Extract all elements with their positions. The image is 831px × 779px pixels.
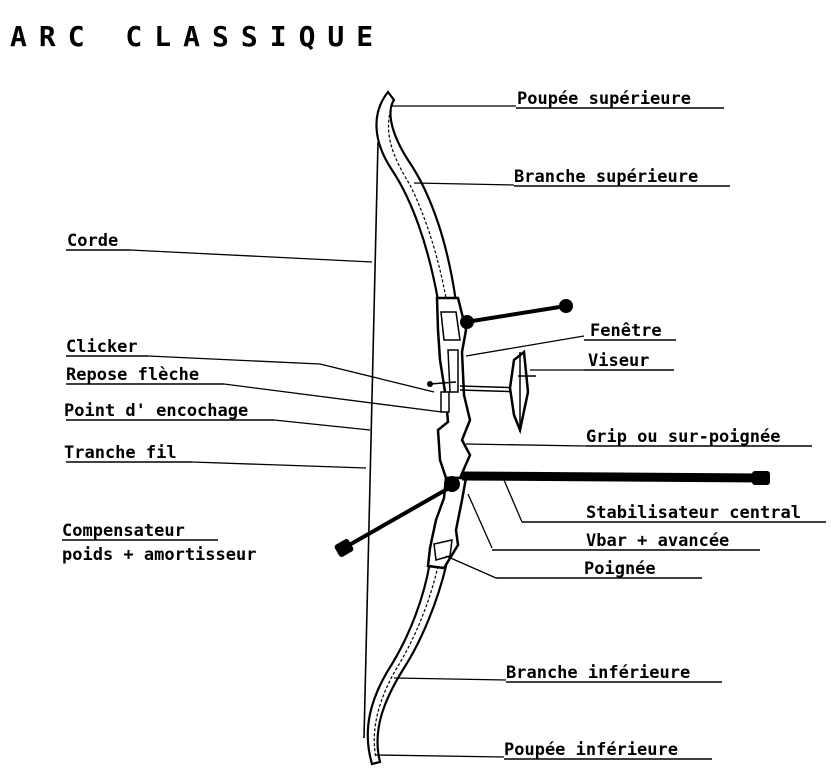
- label-vbar: Vbar + avancée: [586, 531, 729, 551]
- label-corde: Corde: [67, 231, 118, 251]
- label-branche-superieure: Branche supérieure: [514, 167, 698, 187]
- label-compensateur: Compensateur: [62, 521, 185, 541]
- upper-limb: [375, 90, 458, 304]
- label-viseur: Viseur: [588, 351, 649, 371]
- label-tranche-fil: Tranche fil: [64, 443, 177, 463]
- label-branche-inferieure: Branche inférieure: [506, 663, 690, 683]
- label-repose-fleche: Repose flèche: [66, 365, 199, 385]
- label-poignee: Poignée: [584, 559, 656, 579]
- labels: Poupée supérieure Branche supérieure Cor…: [62, 89, 801, 760]
- bow-drawing: [334, 90, 770, 766]
- label-point-encochage: Point d' encochage: [64, 401, 248, 421]
- grip-shape: [426, 476, 468, 570]
- label-stabilisateur-central: Stabilisateur central: [586, 503, 801, 523]
- label-clicker: Clicker: [66, 337, 138, 357]
- lower-limb: [366, 560, 448, 766]
- label-poids-amortisseur: poids + amortisseur: [62, 545, 256, 565]
- label-poupee-superieure: Poupée supérieure: [517, 89, 691, 109]
- diagram-title: ARC CLASSIQUE: [10, 20, 385, 53]
- label-grip: Grip ou sur-poignée: [586, 427, 780, 447]
- label-fenetre: Fenêtre: [590, 321, 662, 341]
- label-poupee-inferieure: Poupée inférieure: [504, 740, 678, 760]
- leader-lines: [62, 105, 826, 760]
- bow-string: [363, 141, 379, 739]
